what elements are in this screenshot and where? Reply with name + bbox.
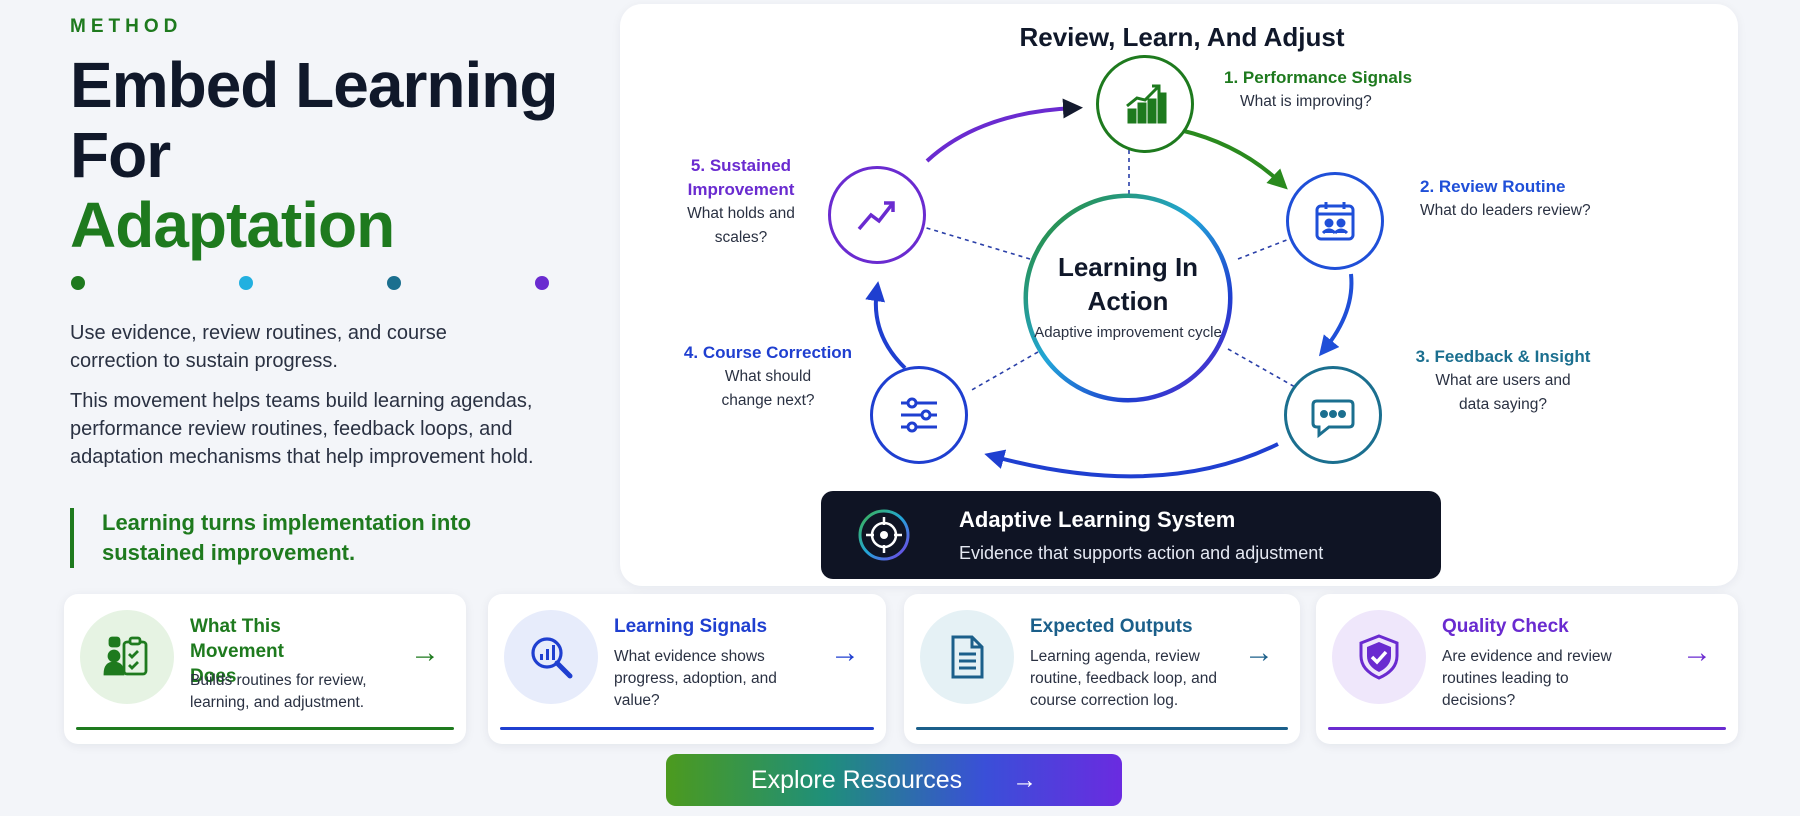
arrow-right-icon[interactable]: →: [1244, 636, 1274, 669]
card-description: Are evidence and review routines leading…: [1442, 648, 1612, 709]
callout-quote: Learning turns implementation into susta…: [70, 508, 530, 568]
timeline-dot: [71, 276, 85, 290]
target-icon: [858, 509, 910, 561]
node-review-routine[interactable]: [1286, 172, 1384, 270]
node-label-course-correction: 4. Course Correction What should change …: [683, 343, 853, 409]
progress-timeline: [71, 276, 549, 290]
card-title: Expected Outputs: [1030, 616, 1193, 637]
node-performance-signals[interactable]: [1096, 55, 1194, 153]
card-icon-wrap: [1332, 610, 1426, 704]
card-accent-line: [76, 727, 454, 730]
node-label-sustained-improvement: 5. Sustained Improvement What holds and …: [687, 156, 795, 246]
card-icon-wrap: [80, 610, 174, 704]
arrow-right-icon[interactable]: →: [830, 636, 860, 669]
explore-resources-button[interactable]: Explore Resources →: [666, 754, 1122, 806]
timeline-dot: [239, 276, 253, 290]
page-title: Embed Learning For Adaptation: [70, 49, 558, 261]
node-label-review-routine: 2. Review Routine What do leaders review…: [1420, 177, 1591, 219]
card-accent-line: [916, 727, 1288, 730]
arrow-right-icon: →: [1012, 765, 1038, 794]
timeline-dot: [387, 276, 401, 290]
sliders-icon: [901, 397, 937, 433]
diagram-title: Review, Learn, And Adjust: [1019, 22, 1345, 52]
system-subtitle: Evidence that supports action and adjust…: [959, 543, 1324, 563]
learning-in-action-hub: Learning In Action Adaptive improvement …: [1028, 198, 1228, 398]
trend-up-icon: [857, 201, 895, 231]
node-label-performance-signals: 1. Performance Signals What is improving…: [1224, 68, 1413, 110]
card-accent-line: [500, 727, 874, 730]
magnifier-chart-icon: [531, 637, 573, 679]
card-expected-outputs[interactable]: Expected Outputs Learning agenda, review…: [904, 594, 1300, 744]
card-title: Quality Check: [1442, 616, 1569, 637]
document-icon: [951, 635, 984, 679]
hub-title: Learning In Action: [1057, 252, 1199, 316]
system-title: Adaptive Learning System: [959, 507, 1236, 532]
timeline-dot: [535, 276, 549, 290]
node-sustained-improvement[interactable]: [828, 166, 926, 264]
node-course-correction[interactable]: [870, 366, 968, 464]
card-description: Builds routines for review, learning, an…: [190, 672, 367, 711]
arrow-right-icon[interactable]: →: [1682, 636, 1712, 669]
card-title: Learning Signals: [614, 616, 768, 637]
card-quality-check[interactable]: Quality Check Are evidence and review ro…: [1316, 594, 1738, 744]
title-line-3: Adaptation: [70, 189, 395, 261]
card-title: What This Movement Does: [190, 616, 284, 687]
title-line-2: For: [70, 119, 171, 191]
card-icon-wrap: [504, 610, 598, 704]
shield-check-icon: [1359, 634, 1399, 680]
card-accent-line: [1328, 727, 1726, 730]
card-description: Learning agenda, review routine, feedbac…: [1030, 648, 1217, 709]
arrow-right-icon[interactable]: →: [410, 636, 440, 669]
hub-subtitle: Adaptive improvement cycle: [1034, 324, 1222, 341]
bar-chart-up-icon: [1126, 84, 1167, 124]
card-what-this-movement-does[interactable]: What This Movement Does Builds routines …: [64, 594, 466, 744]
cycle-diagram-panel: Review, Learn, And Adjust Learning: [620, 4, 1738, 586]
title-line-1: Embed Learning: [70, 49, 558, 121]
card-description: What evidence shows progress, adoption, …: [614, 648, 777, 709]
lead-paragraph: Use evidence, review routines, and cours…: [70, 322, 447, 372]
calendar-people-icon: [1315, 202, 1355, 241]
node-label-feedback-insight: 3. Feedback & Insight What are users and…: [1415, 347, 1591, 413]
node-feedback-insight[interactable]: [1284, 366, 1382, 464]
card-icon-wrap: [920, 610, 1014, 704]
chat-bubble-icon: [1311, 399, 1355, 439]
body-paragraph: This movement helps teams build learning…: [70, 390, 534, 468]
cta-label: Explore Resources: [750, 765, 963, 794]
adaptive-learning-system-banner: Adaptive Learning System Evidence that s…: [821, 491, 1441, 579]
eyebrow-label: METHOD: [70, 16, 183, 37]
checklist-person-icon: [103, 636, 148, 676]
card-learning-signals[interactable]: Learning Signals What evidence shows pro…: [488, 594, 886, 744]
